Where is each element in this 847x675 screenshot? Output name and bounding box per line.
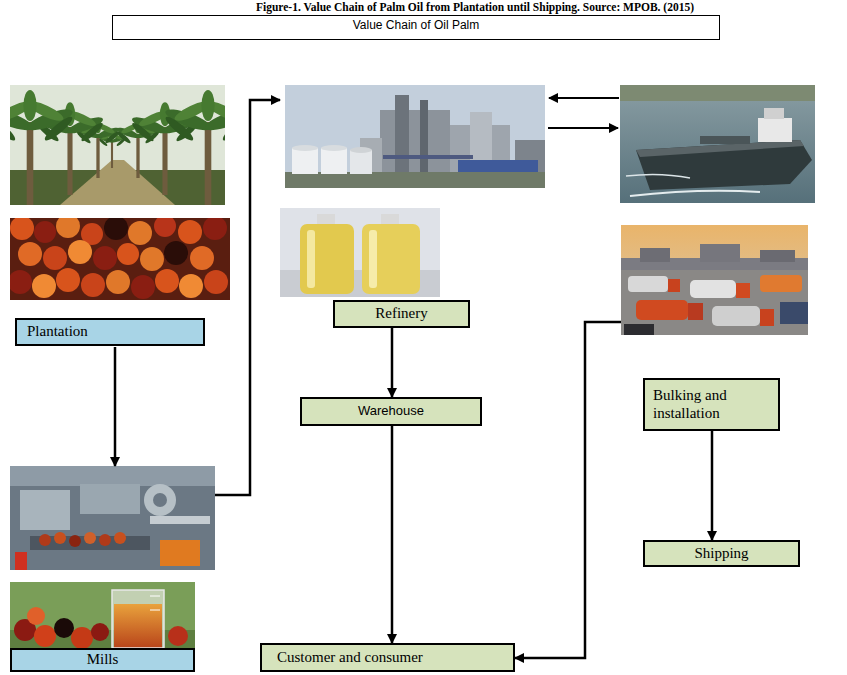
flow-arrow bbox=[114, 347, 117, 466]
plantation-stage: Plantation bbox=[10, 85, 230, 347]
stage-label-box: Warehouse bbox=[300, 397, 482, 426]
stage-label: Customer and consumer bbox=[277, 649, 498, 666]
stage-label: Shipping bbox=[653, 545, 790, 562]
oil-bottles-photo bbox=[280, 208, 440, 297]
flow-arrow bbox=[711, 431, 714, 540]
fruit-photo bbox=[10, 218, 230, 300]
flow-arrow bbox=[215, 100, 280, 495]
mills-stage: Mills bbox=[10, 466, 215, 672]
refinery-stage: Refinery bbox=[280, 85, 546, 328]
stage-label-box: Bulking and installation bbox=[643, 378, 780, 431]
tanker-trucks-photo bbox=[621, 225, 808, 335]
stage-label: Warehouse bbox=[310, 404, 472, 419]
flow-arrow bbox=[515, 322, 621, 658]
ship-photo bbox=[620, 85, 815, 203]
flow-arrow bbox=[391, 426, 394, 643]
palm-oil-beaker-photo bbox=[10, 582, 195, 650]
mill-photo bbox=[10, 466, 215, 570]
flow-arrow bbox=[391, 328, 394, 397]
refinery-ship-arrows bbox=[548, 98, 619, 128]
stage-label: Mills bbox=[20, 651, 185, 668]
caption-area: Figure-1. Value Chain of Palm Oil from P… bbox=[110, 1, 840, 14]
stage-label-box: Customer and consumer bbox=[260, 643, 515, 672]
stage-label-box: Shipping bbox=[643, 540, 800, 567]
diagram-title: Value Chain of Oil Palm bbox=[113, 16, 719, 32]
title-box: Value Chain of Oil Palm bbox=[112, 15, 720, 40]
customer-stage: Customer and consumer bbox=[260, 643, 515, 672]
stage-label: Refinery bbox=[343, 305, 460, 322]
warehouse-stage: Warehouse bbox=[300, 397, 482, 426]
refinery-photo bbox=[285, 85, 545, 188]
plantation-photo bbox=[10, 85, 225, 205]
stage-label: Plantation bbox=[27, 323, 193, 340]
figure-caption: Figure-1. Value Chain of Palm Oil from P… bbox=[110, 1, 840, 14]
shipping-stage: Shipping bbox=[643, 540, 800, 567]
stage-label: Bulking and installation bbox=[653, 387, 770, 422]
stage-label-box: Plantation bbox=[15, 318, 205, 346]
bulking-stage: Bulking and installation bbox=[621, 225, 809, 431]
stage-label-box: Refinery bbox=[333, 300, 470, 328]
stage-label-box: Mills bbox=[10, 648, 195, 672]
